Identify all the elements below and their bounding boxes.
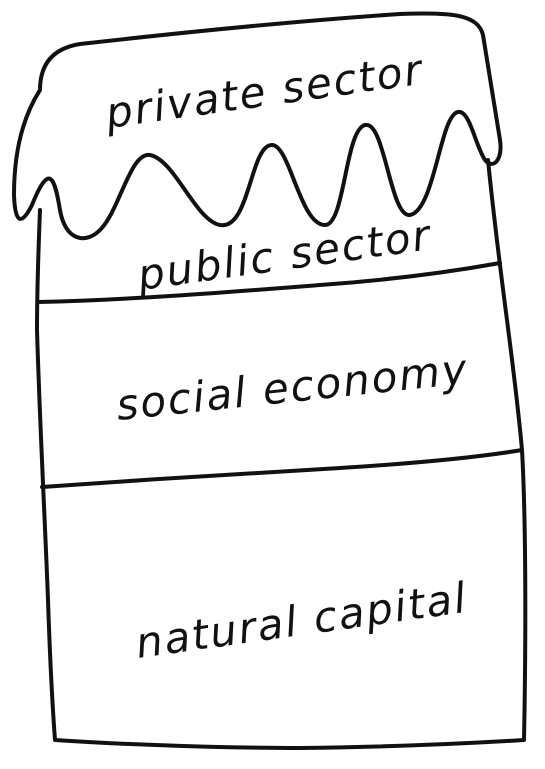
social-economy-label: social economy: [114, 344, 471, 430]
natural-capital-label: natural capital: [133, 573, 471, 668]
divider-social-natural: [40, 448, 524, 489]
private-sector-icing: [12, 11, 503, 241]
private-sector-label: private sector: [102, 45, 428, 138]
divider-public-social: [36, 261, 502, 304]
